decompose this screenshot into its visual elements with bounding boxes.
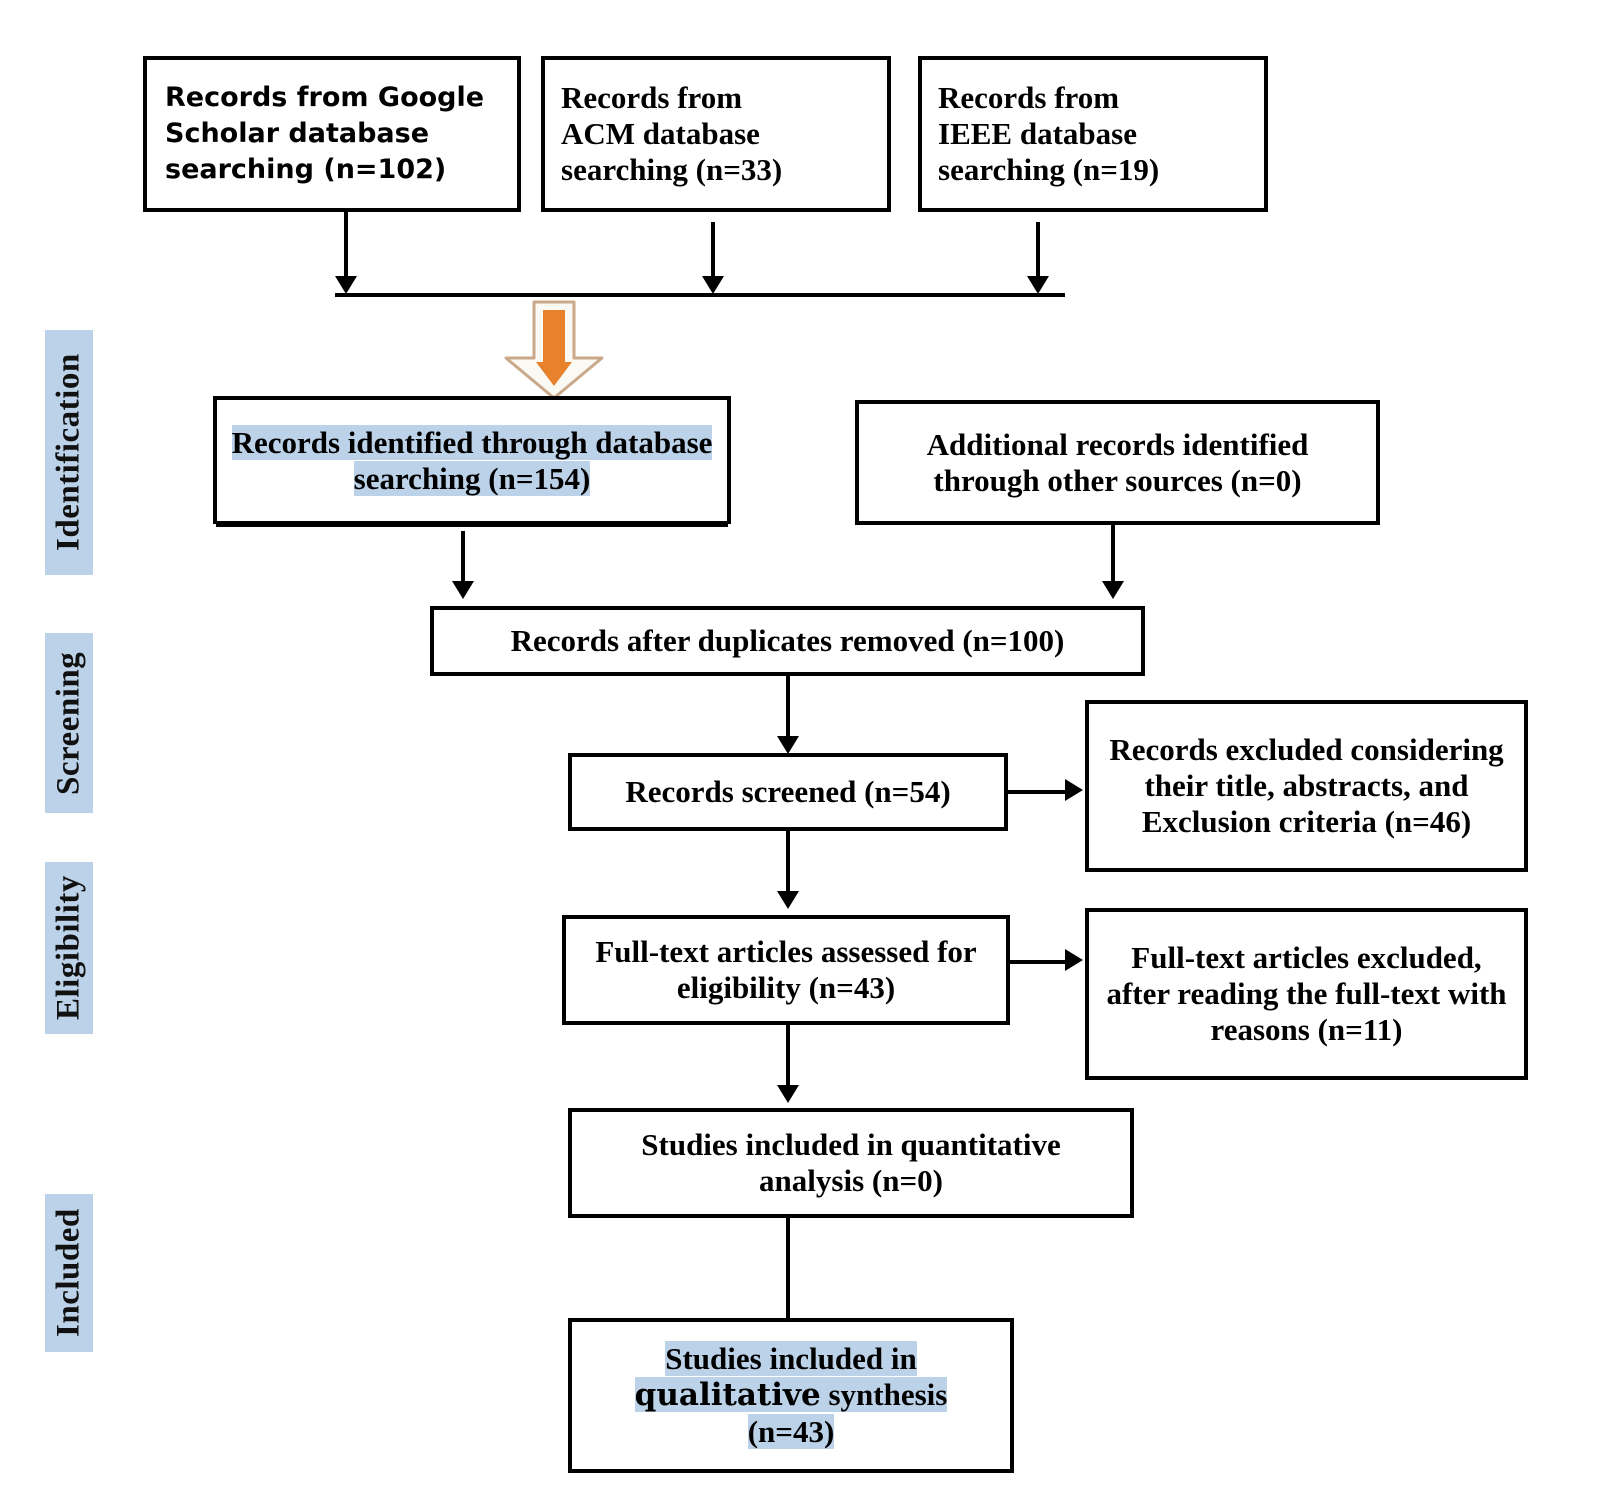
node-records-screened-text: Records screened (n=54)	[625, 774, 951, 810]
node-records-excluded-text: Records excluded considering their title…	[1109, 732, 1504, 839]
source-box-google-scholar-text: Records from Google Scholar database sea…	[165, 82, 485, 185]
connector-acm-to-rail	[711, 222, 715, 278]
qualitative-line-1: Studies included in	[665, 1341, 917, 1377]
connector-fulltext-to-quantitative	[786, 1025, 790, 1087]
stage-label-screening: Screening	[45, 633, 93, 813]
connector-identified-to-duplicates	[461, 531, 465, 583]
connector-screened-to-fulltext	[786, 831, 790, 893]
source-box-google-scholar: Records from Google Scholar database sea…	[143, 56, 521, 212]
node-records-identified-database-text: Records identified through database sear…	[231, 424, 713, 497]
arrow-additional-to-duplicates-head	[1102, 581, 1124, 599]
connector-duplicates-to-screened	[786, 676, 790, 738]
node-fulltext-assessed: Full-text articles assessed for eligibil…	[562, 915, 1010, 1025]
stage-label-included-text: Included	[50, 1208, 87, 1338]
arrow-ieee-to-rail-head	[1027, 276, 1049, 294]
source-box-acm: Records from ACM database searching (n=3…	[541, 56, 891, 212]
qualitative-count: (n=43)	[747, 1413, 835, 1449]
stage-label-eligibility: Eligibility	[45, 862, 93, 1034]
source-box-ieee: Records from IEEE database searching (n=…	[918, 56, 1268, 212]
node-fulltext-assessed-text: Full-text articles assessed for eligibil…	[595, 934, 977, 1005]
stage-label-identification-text: Identification	[50, 353, 87, 552]
arrow-duplicates-to-screened-head	[777, 736, 799, 754]
stage-label-screening-text: Screening	[50, 651, 87, 795]
qualitative-rest: synthesis	[820, 1377, 948, 1413]
arrow-google-to-rail-head	[335, 276, 357, 294]
orange-block-arrow	[498, 300, 610, 400]
arrow-fulltext-to-quantitative-head	[777, 1085, 799, 1103]
connector-ieee-to-rail	[1036, 222, 1040, 278]
node-additional-records: Additional records identified through ot…	[855, 400, 1380, 525]
node-duplicates-removed-text: Records after duplicates removed (n=100)	[510, 623, 1065, 659]
node-duplicates-removed: Records after duplicates removed (n=100)	[430, 606, 1145, 676]
connector-quantitative-to-qualitative	[786, 1218, 790, 1338]
stage-label-included: Included	[45, 1194, 93, 1352]
connector-screened-to-excluded	[1008, 790, 1067, 794]
node-additional-records-text: Additional records identified through ot…	[926, 426, 1309, 498]
orange-block-arrow-svg	[504, 300, 604, 400]
node-quantitative-analysis: Studies included in quantitative analysi…	[568, 1108, 1134, 1218]
node-fulltext-excluded-text: Full-text articles excluded, after readi…	[1106, 940, 1507, 1047]
source-box-ieee-text: Records from IEEE database searching (n=…	[938, 80, 1160, 187]
source-box-acm-text: Records from ACM database searching (n=3…	[561, 80, 783, 187]
qualitative-strong: qualitative	[634, 1377, 821, 1414]
node-records-identified-database: Records identified through database sear…	[213, 396, 731, 524]
stage-label-identification: Identification	[45, 330, 93, 575]
node-quantitative-analysis-text: Studies included in quantitative analysi…	[641, 1127, 1061, 1198]
connector-additional-to-duplicates	[1111, 525, 1115, 583]
arrow-screened-to-excluded-head	[1065, 779, 1083, 801]
arrow-fulltext-to-excluded-head	[1065, 949, 1083, 971]
stage-label-eligibility-text: Eligibility	[50, 875, 87, 1021]
node-records-excluded: Records excluded considering their title…	[1085, 700, 1528, 872]
merge-rail	[335, 293, 1065, 297]
arrow-screened-to-fulltext-head	[777, 891, 799, 909]
arrow-identified-to-duplicates-head	[452, 581, 474, 599]
node-records-screened: Records screened (n=54)	[568, 753, 1008, 831]
highlight-run: Records identified through database sear…	[231, 424, 713, 496]
connector-google-to-rail	[344, 212, 348, 278]
connector-fulltext-to-excluded	[1010, 960, 1067, 964]
node-fulltext-excluded: Full-text articles excluded, after readi…	[1085, 908, 1528, 1080]
arrow-acm-to-rail-head	[702, 276, 724, 294]
